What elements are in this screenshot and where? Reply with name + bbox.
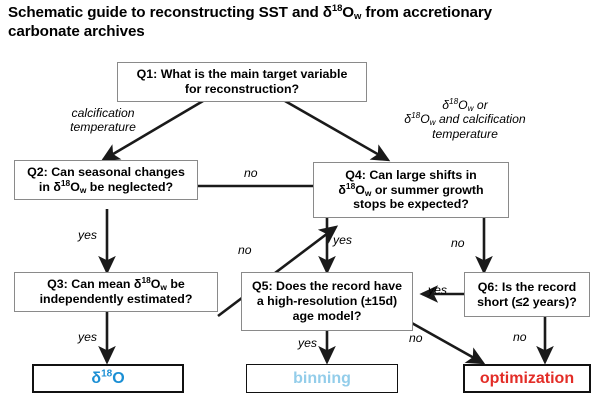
edge-label-q5-binning: yes — [298, 336, 317, 350]
q3-subw: w — [160, 281, 167, 292]
edge-q1-q2 — [100, 99, 204, 162]
q2-delta: δ — [53, 180, 61, 194]
q1-line2: for reconstruction? — [184, 82, 300, 96]
q1r-line2-tail: and calcification — [435, 112, 526, 127]
q5-line3: age model? — [292, 308, 362, 323]
q1r-line1-tail: or — [473, 98, 488, 112]
outcome-optimization[interactable]: optimization — [463, 364, 591, 393]
out-O: O — [112, 369, 125, 387]
q1r-delta-2: δ — [404, 112, 412, 127]
q2-sup18: 18 — [60, 177, 71, 188]
edge-q5-optimization — [409, 320, 486, 365]
edge-label-q1-left: calcification temperature — [48, 106, 158, 135]
q1r-O-2: O — [420, 112, 430, 127]
title-sup18: 18 — [331, 2, 343, 14]
q2-line1: Q2: Can seasonal changes — [27, 165, 185, 180]
edge-label-q6-q5: yes — [428, 283, 447, 297]
q1r-line3: temperature — [432, 126, 498, 141]
outcome-d18o[interactable]: δ18O — [32, 364, 184, 393]
q4-subw: w — [364, 187, 372, 198]
q5-line2: a high-resolution (±15d) — [256, 294, 398, 309]
edge-label-q3-q4: no — [238, 243, 252, 257]
q1r-sup18-2: 18 — [411, 111, 421, 121]
edge-label-q2-q3: yes — [78, 228, 97, 242]
title-O: O — [342, 4, 355, 21]
title-delta: δ — [322, 4, 332, 21]
edge-label-q1-left-line2: temperature — [70, 120, 136, 135]
title-subw: w — [354, 11, 362, 23]
edge-label-q2-q4: no — [244, 166, 258, 180]
edge-label-q4-q6: no — [451, 236, 465, 250]
q2-subw: w — [79, 184, 87, 195]
q4-line3: stops be expected? — [353, 197, 469, 212]
node-q3[interactable]: Q3: Can mean δ18Ow be independently esti… — [14, 272, 218, 312]
q6-line2: short (≤2 years)? — [477, 294, 577, 309]
edge-label-q3-d18o: yes — [78, 330, 97, 344]
q4-line2-post: or summer growth — [371, 182, 484, 197]
node-q1[interactable]: Q1: What is the main target variable for… — [117, 62, 367, 102]
node-q4[interactable]: Q4: Can large shifts in δ18Ow or summer … — [313, 162, 509, 218]
edge-q1-q4 — [284, 99, 391, 162]
edge-label-q1-right: δ18Ow or δ18Ow and calcification tempera… — [370, 96, 560, 141]
out-delta: δ — [91, 369, 102, 387]
edge-label-q6-optimization: no — [513, 330, 527, 344]
title-line2: carbonate archives — [8, 22, 145, 40]
q2-O: O — [70, 180, 80, 194]
q1r-delta: δ — [442, 98, 450, 112]
title-line1-part1: Schematic guide to reconstructing SST an… — [8, 4, 323, 21]
q1r-subw: w — [467, 103, 474, 113]
q3-O: O — [150, 277, 161, 292]
q1-line1: Q1: What is the main target variable — [136, 67, 348, 82]
q3-line1-post: be — [166, 277, 185, 292]
edge-label-q5-optimization: no — [409, 331, 423, 345]
q3-line1-pre: Q3: Can mean — [47, 277, 134, 292]
edge-label-q1-left-line1: calcification — [71, 106, 135, 120]
edge-q3-q4 — [217, 225, 339, 318]
outcome-optimization-label: optimization — [479, 369, 575, 387]
q4-line1: Q4: Can large shifts in — [345, 167, 477, 182]
q4-delta: δ — [338, 182, 346, 197]
q3-delta: δ — [133, 277, 142, 292]
outcome-d18o-label: δ18O — [91, 368, 125, 388]
node-q2[interactable]: Q2: Can seasonal changes in δ18Ow be neg… — [14, 160, 198, 200]
q6-line1: Q6: Is the record — [477, 279, 577, 294]
title-line1-part2: from accretionary — [361, 4, 493, 21]
q1r-subw-2: w — [429, 118, 436, 128]
q4-sup18: 18 — [345, 180, 356, 191]
q2-line2-post: be neglected? — [86, 180, 174, 194]
edge-label-q4-q5: yes — [333, 233, 352, 247]
out-sup18: 18 — [101, 368, 113, 380]
q1r-O: O — [458, 98, 468, 112]
page-title: Schematic guide to reconstructing SST an… — [8, 4, 592, 41]
q3-line2: independently estimated? — [39, 292, 193, 306]
q3-sup18: 18 — [141, 275, 151, 285]
q2-line2-pre: in — [38, 180, 54, 194]
outcome-binning-label: binning — [293, 369, 351, 387]
q1r-sup18: 18 — [449, 96, 459, 106]
node-q5[interactable]: Q5: Does the record have a high-resoluti… — [241, 272, 413, 331]
q5-line1: Q5: Does the record have — [251, 279, 403, 294]
outcome-binning[interactable]: binning — [246, 364, 398, 393]
q4-O: O — [355, 182, 365, 197]
node-q6[interactable]: Q6: Is the record short (≤2 years)? — [464, 272, 590, 317]
